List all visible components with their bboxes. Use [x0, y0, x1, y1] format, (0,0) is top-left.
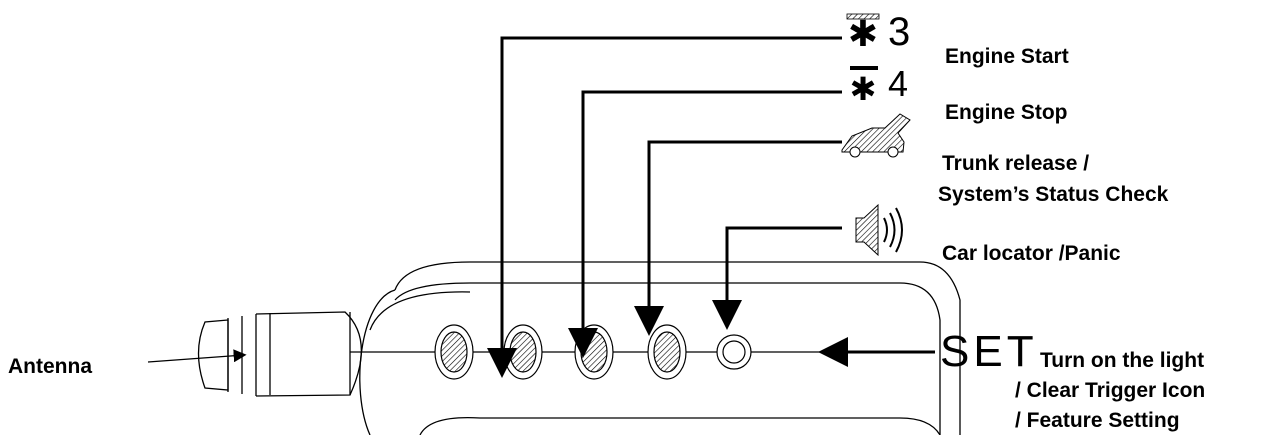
button-engine-stop — [503, 324, 543, 380]
leader-trunk — [634, 140, 842, 336]
label-set-line1: Turn on the light — [1040, 349, 1205, 372]
button-set — [716, 334, 752, 370]
label-engine-stop: Engine Stop — [945, 101, 1068, 124]
label-antenna: Antenna — [8, 355, 92, 378]
speaker-icon — [855, 203, 903, 257]
leader-antenna — [147, 349, 247, 363]
set-icon: SET — [940, 327, 1038, 376]
button-trunk — [574, 324, 614, 380]
engine-start-icon: ✱ — [846, 13, 880, 54]
label-engine-start: Engine Start — [945, 45, 1069, 68]
leader-engine-start — [487, 36, 842, 378]
button-engine-start — [434, 324, 474, 380]
label-trunk-line2: System’s Status Check — [938, 183, 1169, 206]
label-panic: Car locator /Panic — [942, 242, 1121, 265]
label-set-line3: / Feature Setting — [1015, 409, 1180, 432]
leader-panic — [712, 226, 842, 330]
svg-text:✱: ✱ — [848, 13, 878, 54]
engine-start-number: 3 — [888, 10, 911, 54]
label-set-line2: / Clear Trigger Icon — [1015, 379, 1206, 402]
leader-lines — [487, 36, 935, 378]
engine-stop-icon: ✱ — [850, 66, 878, 107]
label-trunk-line1: Trunk release / — [942, 152, 1090, 175]
svg-text:✱: ✱ — [850, 71, 877, 107]
engine-stop-number: 4 — [888, 63, 909, 104]
antenna — [197, 311, 362, 397]
car-trunk-icon — [841, 113, 911, 158]
leader-engine-stop — [568, 90, 842, 358]
button-panic — [647, 324, 687, 380]
